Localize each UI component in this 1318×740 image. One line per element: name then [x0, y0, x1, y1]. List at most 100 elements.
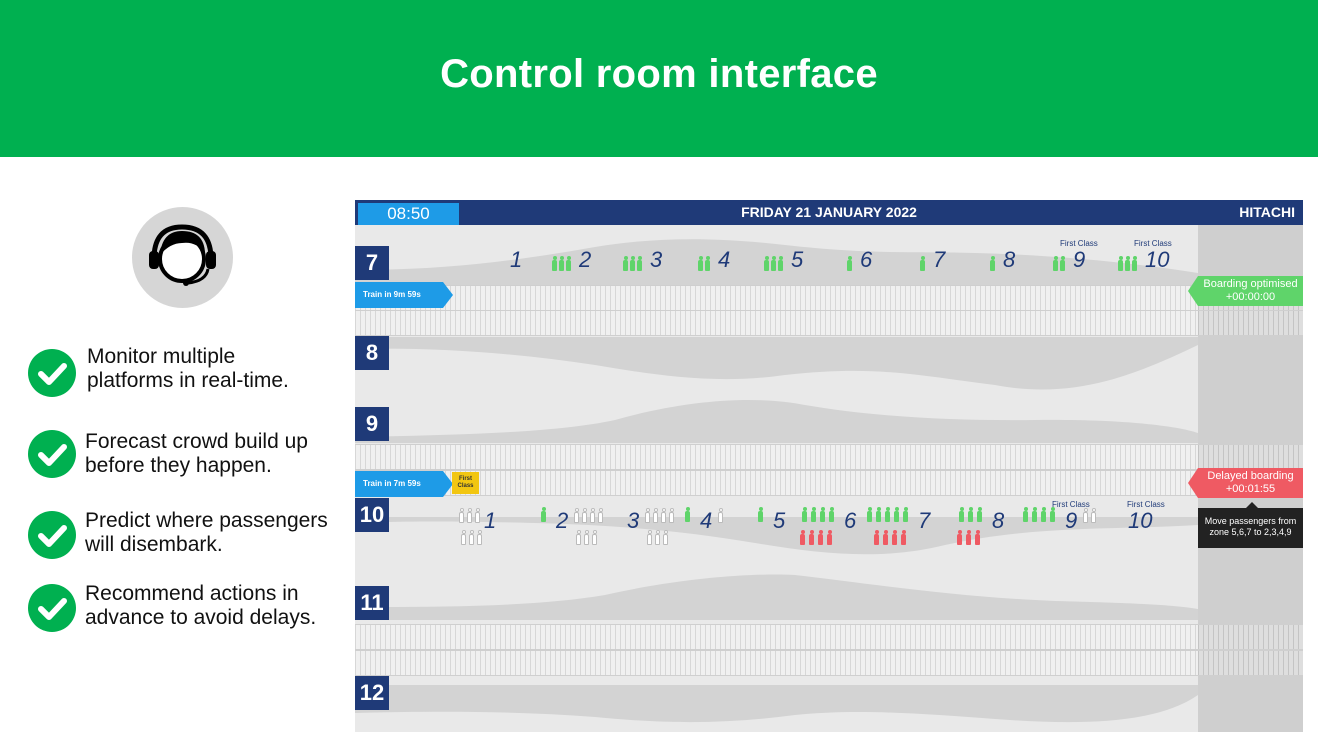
passenger-icon [820, 507, 825, 522]
feature-text-line: Monitor multiple [87, 345, 236, 368]
passenger-icon [459, 508, 464, 523]
passenger-icon [698, 256, 703, 271]
passenger-icon [892, 530, 897, 545]
platform-number-8[interactable]: 8 [355, 336, 389, 370]
passenger-icon [574, 508, 579, 523]
train-arrival-tag[interactable]: Train in 9m 59s [355, 282, 453, 308]
page-title: Control room interface [440, 52, 878, 96]
feature-text-line: Recommend actions in [85, 582, 299, 605]
passenger-icon [957, 530, 962, 545]
railway-track [355, 470, 1198, 496]
train-arrival-tag[interactable]: Train in 7m 59s [355, 471, 453, 497]
passenger-icon [975, 530, 980, 545]
zone-number: 7 [933, 247, 946, 272]
crowd-density-waves [355, 239, 1198, 723]
passenger-icon [968, 507, 973, 522]
status-delay: +00:00:00 [1225, 291, 1276, 303]
passenger-icon [590, 508, 595, 523]
passenger-icon [475, 508, 480, 523]
headset-operator-icon [149, 224, 216, 286]
first-class-label: First Class [1052, 500, 1090, 509]
passenger-icon [1118, 256, 1123, 271]
status-title: Boarding optimised [1203, 278, 1298, 290]
passenger-icon [576, 530, 581, 545]
check-circle-icon [28, 349, 76, 397]
passenger-icon [584, 530, 589, 545]
zone-number: 4 [700, 508, 713, 533]
feature-text-line: platforms in real-time. [87, 369, 289, 392]
zone-number: 6 [860, 247, 873, 272]
passenger-icon [883, 530, 888, 545]
passenger-icon [559, 256, 564, 271]
passenger-icon [637, 256, 642, 271]
header-banner: Control room interface [0, 0, 1318, 157]
feature-text-line: before they happen. [85, 454, 272, 477]
passenger-icon [1083, 508, 1088, 523]
passenger-icon [592, 530, 597, 545]
platform-number-9[interactable]: 9 [355, 407, 389, 441]
passenger-icon [685, 507, 690, 522]
passenger-icon [598, 508, 603, 523]
passenger-icon [669, 508, 674, 523]
status-delay: +00:01:55 [1225, 483, 1276, 495]
passenger-icon [829, 507, 834, 522]
check-circle-icon [28, 584, 76, 632]
passenger-icon [847, 256, 852, 271]
boarding-status-badge[interactable]: Delayed boarding +00:01:55 [1188, 468, 1303, 498]
passenger-icon [661, 508, 666, 523]
passenger-icon [1132, 256, 1137, 271]
first-class-tag: First Class [452, 472, 479, 494]
passenger-icon [1125, 256, 1130, 271]
zone-number: 8 [1003, 247, 1016, 272]
passenger-icon [977, 507, 982, 522]
passenger-icon [818, 530, 823, 545]
railway-track [1198, 624, 1303, 650]
control-room-dashboard: FRIDAY 21 JANUARY 2022 08:50 HITACHI 7 8… [355, 200, 1303, 732]
passenger-icon [867, 507, 872, 522]
zone-number: 8 [992, 508, 1005, 533]
passenger-icon [1041, 507, 1046, 522]
passenger-icon [811, 507, 816, 522]
passenger-icon [764, 256, 769, 271]
passenger-icon [630, 256, 635, 271]
passenger-icon [827, 530, 832, 545]
passenger-icon [771, 256, 776, 271]
first-class-label: First Class [1134, 239, 1172, 248]
zone-number: 4 [718, 247, 731, 272]
first-class-label: First Class [1060, 239, 1098, 248]
zone-number: 2 [579, 247, 592, 272]
zone-number: 10 [1128, 508, 1153, 533]
clock-display: 08:50 [358, 203, 459, 225]
railway-track [1198, 310, 1303, 336]
railway-track [355, 310, 1198, 336]
passenger-icon [663, 530, 668, 545]
passenger-icon [705, 256, 710, 271]
zone-number: 5 [773, 508, 786, 533]
passenger-icon [800, 530, 805, 545]
passenger-icon [469, 530, 474, 545]
passenger-icon [920, 256, 925, 271]
platform-number-11[interactable]: 11 [355, 586, 389, 620]
check-circle-icon [28, 430, 76, 478]
platform-number-7[interactable]: 7 [355, 246, 389, 280]
passenger-icon [552, 256, 557, 271]
zone-number: 6 [844, 508, 857, 533]
passenger-icon [876, 507, 881, 522]
passenger-icon [461, 530, 466, 545]
platform-number-10[interactable]: 10 [355, 498, 389, 532]
platform-number-12[interactable]: 12 [355, 676, 389, 710]
passenger-icon [467, 508, 472, 523]
zone-number: 3 [650, 247, 663, 272]
passenger-icon [966, 530, 971, 545]
date-display: FRIDAY 21 JANUARY 2022 [741, 204, 917, 220]
passenger-icon [645, 508, 650, 523]
zone-number: 2 [556, 508, 569, 533]
status-title: Delayed boarding [1207, 470, 1294, 482]
passenger-icon [874, 530, 879, 545]
passenger-icon [990, 256, 995, 271]
feature-text-line: Forecast crowd build up [85, 430, 308, 453]
brand-logo: HITACHI [1239, 204, 1295, 220]
boarding-status-badge[interactable]: Boarding optimised +00:00:00 [1188, 276, 1303, 306]
zone-number: 5 [791, 247, 804, 272]
zone-number: 3 [627, 508, 640, 533]
